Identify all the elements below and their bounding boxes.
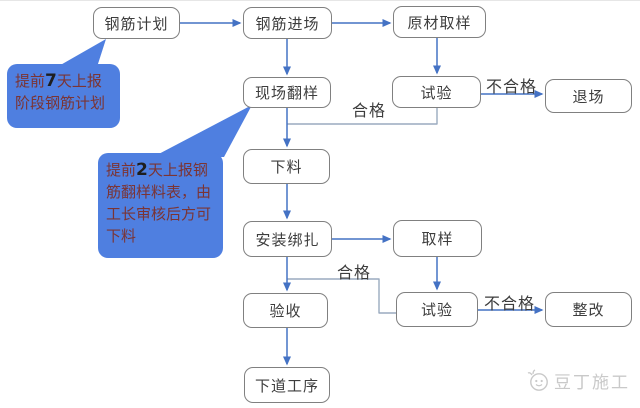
node-site-redetailing: 现场翻样 xyxy=(243,77,331,108)
watermark-face-icon xyxy=(527,369,548,391)
node-acceptance-label: 验收 xyxy=(269,302,302,320)
node-test-2: 试验 xyxy=(396,292,478,327)
node-raw-material-sampling-label: 原材取样 xyxy=(407,13,472,32)
node-install-binding: 安装绑扎 xyxy=(243,221,332,257)
callout-redetailing-note: 提前2天上报钢筋翻样料表，由工长审核后方可下料 xyxy=(98,153,223,258)
node-test-2-label: 试验 xyxy=(420,301,453,319)
edge-label-qualified-top: 合格 xyxy=(352,101,387,120)
node-acceptance: 验收 xyxy=(243,293,328,328)
node-rectification-label: 整改 xyxy=(572,301,605,319)
callout-1-suffix: 天上报阶段钢筋计划 xyxy=(15,72,106,112)
node-rebar-plan: 钢筋计划 xyxy=(93,7,180,39)
node-install-binding-label: 安装绑扎 xyxy=(255,230,320,249)
callout-2-prefix: 提前 xyxy=(106,161,137,179)
callout-1-prefix: 提前 xyxy=(15,72,46,90)
edge-label-unqualified-bottom: 不合格 xyxy=(484,294,536,313)
node-next-process: 下道工序 xyxy=(244,367,330,403)
callout-1-tail xyxy=(57,39,106,67)
callout-1-number: 7 xyxy=(45,71,57,91)
node-test-1-label: 试验 xyxy=(420,83,453,102)
callout-2-number: 2 xyxy=(136,160,148,180)
node-sampling: 取样 xyxy=(393,220,482,257)
node-cutting-label: 下料 xyxy=(270,158,303,176)
node-next-process-label: 下道工序 xyxy=(254,376,319,395)
node-rebar-arrival: 钢筋进场 xyxy=(243,7,332,39)
edge-label-qualified-bottom: 合格 xyxy=(337,263,372,282)
watermark-text: 豆丁施工 xyxy=(554,373,630,393)
watermark-logo: 豆丁施工 xyxy=(527,368,630,393)
node-rebar-plan-label: 钢筋计划 xyxy=(104,14,169,33)
node-rectification: 整改 xyxy=(545,292,632,327)
callout-rebar-plan-note: 提前7天上报阶段钢筋计划 xyxy=(7,64,120,128)
node-rebar-arrival-label: 钢筋进场 xyxy=(255,14,320,33)
callout-2-tail xyxy=(153,105,252,157)
node-exit-site: 退场 xyxy=(545,79,632,113)
node-test-1: 试验 xyxy=(392,76,481,108)
edge-label-unqualified-top: 不合格 xyxy=(486,77,538,96)
node-sampling-label: 取样 xyxy=(421,230,454,248)
connector-qualified-bottom xyxy=(287,278,396,314)
node-site-redetailing-label: 现场翻样 xyxy=(254,84,319,102)
node-cutting: 下料 xyxy=(243,149,330,184)
node-exit-site-label: 退场 xyxy=(572,87,605,106)
callout-2-suffix: 天上报钢筋翻样料表，由工长审核后方可下料 xyxy=(106,161,212,245)
connector-qualified-top xyxy=(287,108,438,125)
node-raw-material-sampling: 原材取样 xyxy=(393,6,486,38)
